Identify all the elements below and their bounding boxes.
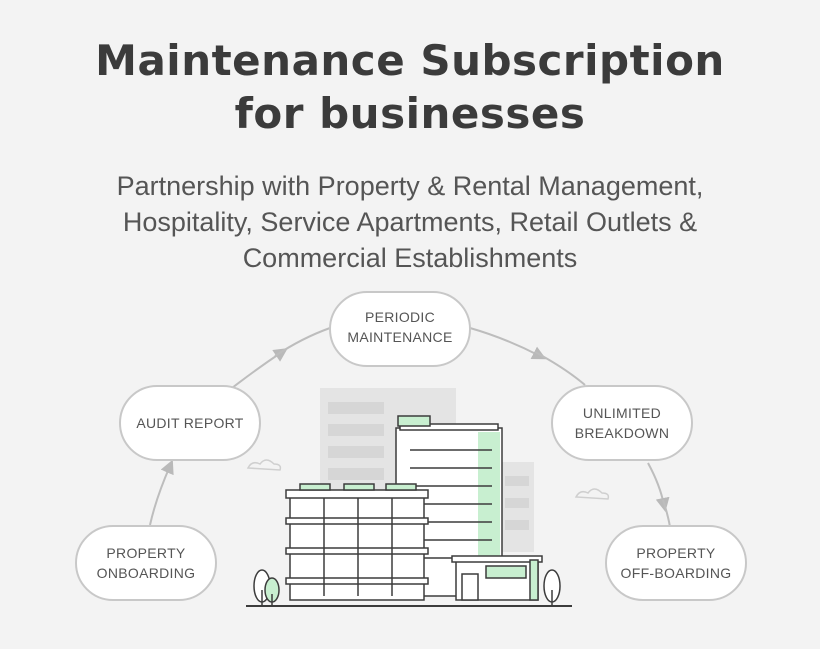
node-offboarding-line-2: OFF-BOARDING (621, 565, 732, 581)
connector-periodic-unlimited-tail (534, 351, 586, 386)
page-title: Maintenance Subscription for businesses (0, 34, 820, 140)
connector-audit-periodic (231, 348, 288, 389)
tree-icon (543, 569, 561, 606)
page-subtitle: Partnership with Property & Rental Manag… (0, 168, 820, 276)
node-unlimited-line-2: BREAKDOWN (575, 425, 670, 441)
node-periodic-maintenance: PERIODIC MAINTENANCE (329, 291, 471, 367)
node-periodic-line-1: PERIODIC (365, 309, 435, 325)
cloud-icon (246, 459, 282, 471)
building-illustration (246, 415, 572, 607)
title-line-2: for businesses (234, 89, 586, 138)
subtitle-line-3: Commercial Establishments (242, 243, 578, 273)
node-onboarding-line-1: PROPERTY (106, 545, 186, 561)
connector-periodic-unlimited (469, 327, 547, 360)
cloud-icon (574, 488, 610, 500)
node-audit-line-1: AUDIT REPORT (136, 415, 243, 431)
title-line-1: Maintenance Subscription (95, 36, 725, 85)
node-unlimited-breakdown: UNLIMITED BREAKDOWN (551, 385, 693, 461)
tree-icon (253, 569, 280, 606)
node-offboarding-line-1: PROPERTY (636, 545, 716, 561)
cycle-connectors (149, 327, 671, 528)
node-property-onboarding: PROPERTY ONBOARDING (75, 525, 217, 601)
subtitle-line-2: Hospitality, Service Apartments, Retail … (122, 207, 698, 237)
node-property-offboarding: PROPERTY OFF-BOARDING (605, 525, 747, 601)
node-onboarding-line-2: ONBOARDING (97, 565, 196, 581)
connector-unlimited-offboarding (647, 462, 670, 512)
subtitle-line-1: Partnership with Property & Rental Manag… (116, 171, 704, 201)
connector-onboarding-audit (149, 459, 174, 526)
node-periodic-line-2: MAINTENANCE (347, 329, 452, 345)
node-audit-report: AUDIT REPORT (119, 385, 261, 461)
connector-audit-periodic-tail (274, 327, 331, 357)
node-unlimited-line-1: UNLIMITED (583, 405, 661, 421)
connector-unlimited-offboarding-tail (662, 499, 671, 528)
